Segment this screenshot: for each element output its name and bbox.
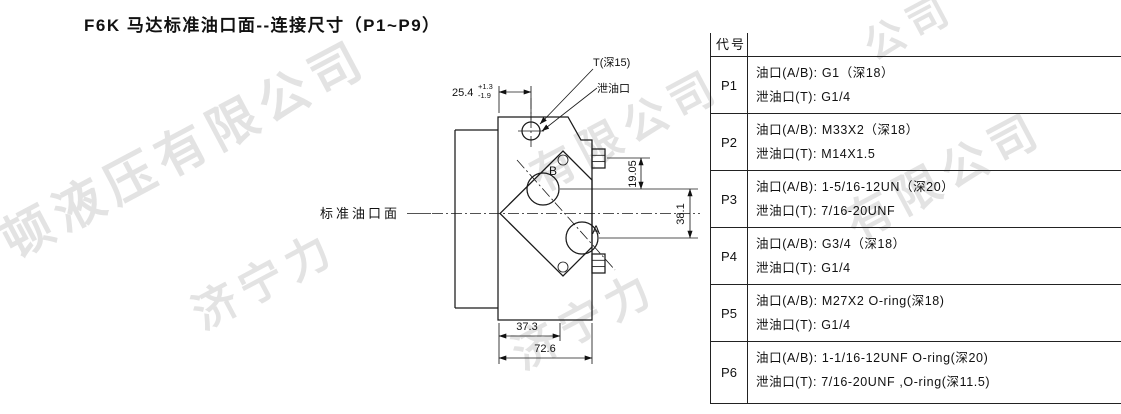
row-code-p6: P6 [711, 342, 748, 404]
table-header-spacer [748, 33, 1121, 57]
port-b-label: B [549, 164, 557, 178]
row-code-p2: P2 [711, 114, 748, 171]
row-desc-p3: 油口(A/B): 1-5/16-12UN（深20） 泄油口(T): 7/16-2… [748, 171, 1121, 228]
dimension-37-3: 37.3 [498, 321, 561, 364]
dimension-38-1: 38.1 [599, 188, 698, 239]
p5-port-spec: 油口(A/B): M27X2 O-ring(深18) [756, 294, 945, 308]
port-b: B [526, 164, 560, 206]
port-pad-diamond [499, 150, 593, 277]
row-desc-p2: 油口(A/B): M33X2（深18） 泄油口(T): M14X1.5 [748, 114, 1121, 171]
p3-port-spec: 油口(A/B): 1-5/16-12UN（深20） [756, 180, 955, 194]
p2-drain-spec: 泄油口(T): M14X1.5 [756, 147, 876, 161]
p1-drain-spec: 泄油口(T): G1/4 [756, 90, 851, 104]
p2-port-spec: 油口(A/B): M33X2（深18） [756, 123, 919, 137]
row-desc-p5: 油口(A/B): M27X2 O-ring(深18) 泄油口(T): G1/4 [748, 285, 1121, 342]
p5-drain-spec: 泄油口(T): G1/4 [756, 318, 851, 332]
p3-drain-spec: 泄油口(T): 7/16-20UNF [756, 204, 896, 218]
dimension-19-05: 19.05 [560, 157, 698, 190]
row-code-p3: P3 [711, 171, 748, 228]
dim-37-3-text: 37.3 [516, 321, 537, 333]
drain-port-label: 泄油口 [597, 81, 630, 95]
dim-25-4-tol-minus: -1.9 [478, 91, 491, 100]
p6-drain-spec: 泄油口(T): 7/16-20UNF ,O-ring(深11.5) [756, 375, 991, 389]
p1-port-spec: 油口(A/B): G1（深18） [756, 66, 895, 80]
t-drain-port [518, 121, 544, 141]
row-code-p4: P4 [711, 228, 748, 285]
table-header-code: 代号 [711, 33, 748, 57]
motor-body [454, 116, 606, 321]
p4-drain-spec: 泄油口(T): G1/4 [756, 261, 851, 275]
row-desc-p1: 油口(A/B): G1（深18） 泄油口(T): G1/4 [748, 57, 1121, 114]
row-code-p1: P1 [711, 57, 748, 114]
p6-port-spec: 油口(A/B): 1-1/16-12UNF O-ring(深20) [756, 351, 989, 365]
port-a: A [565, 221, 600, 255]
row-code-p5: P5 [711, 285, 748, 342]
dim-25-4-tol-plus: +1.3 [478, 82, 493, 91]
dim-25-4-text: 25.4 [452, 87, 473, 99]
row-desc-p6: 油口(A/B): 1-1/16-12UNF O-ring(深20) 泄油口(T)… [748, 342, 1121, 404]
bolt-hole-bottom [557, 261, 569, 273]
dimension-72-6: 72.6 [498, 323, 593, 364]
dimension-25-4: 25.4 +1.3 -1.9 [452, 82, 532, 120]
face-label: 标准油口面 [320, 206, 400, 221]
face-label-group: 标准油口面 [320, 206, 431, 221]
page-title: F6K 马达标准油口面--连接尺寸（P1~P9） [84, 16, 441, 35]
row-desc-p4: 油口(A/B): G3/4（深18） 泄油口(T): G1/4 [748, 228, 1121, 285]
t-port-leaders: T(深15) 泄油口 [539, 56, 630, 132]
dim-38-1-text: 38.1 [675, 203, 687, 224]
p4-port-spec: 油口(A/B): G3/4（深18） [756, 237, 906, 251]
bolt-hole-top [557, 154, 569, 166]
dim-72-6-text: 72.6 [534, 343, 555, 355]
dim-19-05-text: 19.05 [627, 160, 639, 188]
t-depth-label: T(深15) [593, 56, 630, 69]
port-a-label: A [592, 223, 600, 237]
centerlines [432, 98, 700, 271]
port-spec-table: 代号 P1 油口(A/B): G1（深18） 泄油口(T): G1/4 P2 油… [710, 33, 1121, 404]
